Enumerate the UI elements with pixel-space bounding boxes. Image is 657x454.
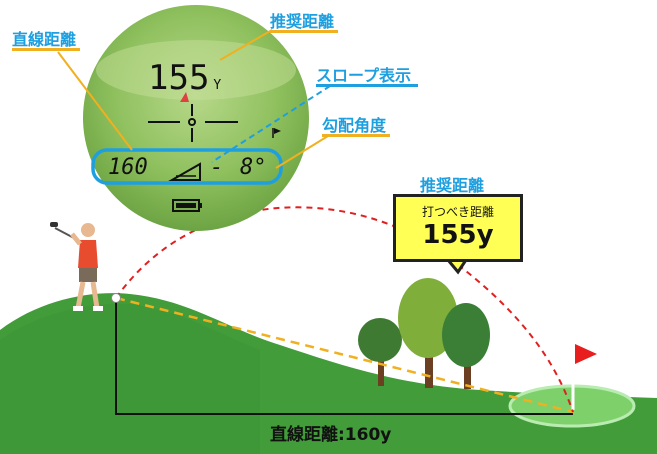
label-straight-distance: 直線距離 [12, 30, 77, 49]
tree-icon [442, 303, 490, 389]
recommended-distance-bubble: 打つべき距離 155y [393, 194, 523, 262]
scope-straight-value: 160 [108, 155, 148, 180]
ball-icon [111, 293, 121, 303]
sight-line [115, 296, 574, 414]
straight-distance-line [115, 300, 573, 415]
scope-separator: - [210, 155, 224, 180]
label-gradient-angle: 勾配角度 [322, 116, 387, 135]
label-slope-display: スロープ表示 [316, 66, 412, 85]
underline-angle [322, 134, 390, 137]
pointer-angle [275, 135, 329, 169]
hill-light [0, 303, 260, 454]
target-marker-icon [180, 92, 189, 102]
golfer-icon [50, 222, 103, 311]
small-flag-icon [272, 128, 281, 138]
pointer-recommended [219, 29, 273, 61]
tree-icon [358, 318, 402, 386]
slope-row-highlight [91, 148, 283, 185]
pointer-slope [211, 85, 331, 163]
flag-icon [571, 342, 597, 410]
scope-angle-value: 8° [240, 155, 267, 180]
bubble-value: 155y [422, 220, 494, 250]
scope-distance-unit: Y [213, 78, 222, 93]
underline-slope [316, 84, 418, 87]
underline-recommended-top [270, 30, 338, 33]
pointer-straight [57, 51, 133, 151]
bubble-caption: 打つべき距離 [421, 205, 494, 219]
battery-icon [172, 199, 202, 212]
label-recommended-distance-top: 推奨距離 [270, 12, 335, 31]
slope-icon [168, 162, 201, 181]
straight-distance-label: 直線距離:160y [270, 425, 392, 445]
ball-trajectory [115, 206, 574, 413]
scope-distance-value: 155 [148, 58, 210, 98]
underline-straight [12, 48, 80, 51]
rangefinder-view [83, 5, 309, 231]
label-recommended-distance-right: 推奨距離 [420, 176, 485, 195]
